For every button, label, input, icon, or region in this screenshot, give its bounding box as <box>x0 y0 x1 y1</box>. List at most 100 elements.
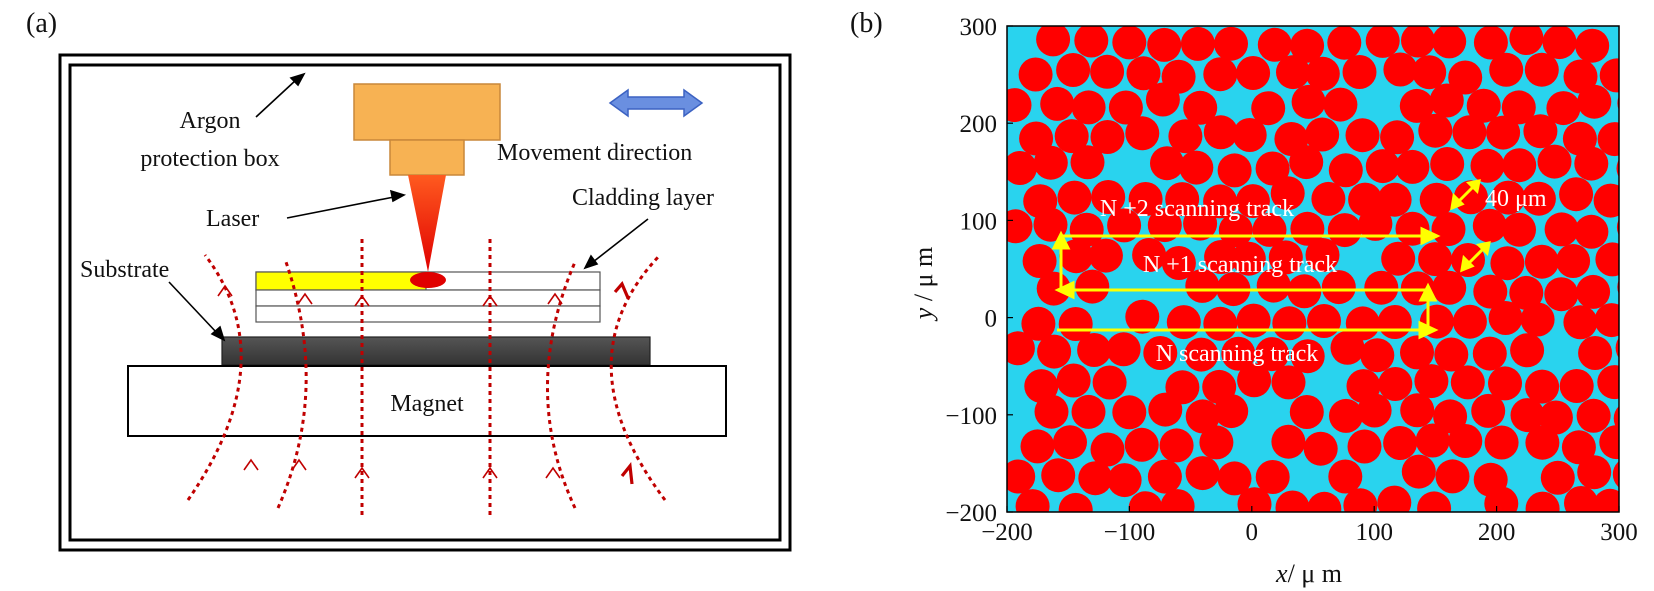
particle-dot <box>1629 486 1654 520</box>
panel-a: (a) <box>26 8 792 552</box>
melt-pool <box>410 272 446 288</box>
particle-dot <box>1007 151 1037 185</box>
laser-head-top <box>353 83 501 141</box>
particle-dot <box>1524 52 1559 87</box>
particle-dot <box>1160 489 1195 512</box>
particle-dot <box>1147 27 1182 62</box>
particle-dot <box>1525 425 1560 460</box>
particle-dot <box>1594 303 1619 338</box>
y-tick-label: 300 <box>960 14 998 41</box>
particle-dot <box>1400 335 1434 370</box>
track-n1-label: N +1 scanning track <box>1143 252 1337 278</box>
particle-dot <box>1150 146 1184 181</box>
particle-dot <box>1276 55 1310 90</box>
particle-dot <box>1074 26 1109 58</box>
particle-dot <box>1092 365 1127 400</box>
particle-dot <box>1125 299 1160 334</box>
particle-dot <box>1345 306 1380 341</box>
particle-dot <box>1056 53 1091 87</box>
particle-dot <box>1147 208 1182 243</box>
particle-dot <box>1270 176 1305 211</box>
x-tick-label: 300 <box>1600 519 1638 546</box>
particle-dot <box>1432 270 1467 305</box>
particle-dot <box>1577 84 1612 119</box>
particle-dot <box>1418 113 1453 148</box>
y-tick-label: −200 <box>945 500 997 527</box>
particle-dot <box>1075 269 1110 304</box>
particle-dot <box>1058 492 1093 512</box>
particle-dot <box>1488 301 1523 335</box>
particle-dot <box>1578 336 1613 370</box>
particle-dot <box>1107 208 1142 243</box>
particle-dot <box>1237 487 1272 512</box>
particle-dot <box>1343 488 1378 512</box>
particle-dot <box>1433 399 1468 434</box>
particle-dot <box>1491 180 1526 215</box>
particle-dot <box>1595 242 1619 277</box>
particle-dot <box>1502 148 1537 183</box>
particle-dot <box>1412 55 1447 90</box>
particle-dot <box>1509 26 1544 55</box>
particle-dot <box>1166 305 1201 340</box>
particle-dot <box>1345 118 1380 153</box>
particle-dot <box>1432 26 1467 59</box>
magnet-block <box>127 365 727 437</box>
particle-dot <box>1007 88 1032 123</box>
particle-dot <box>1537 144 1572 179</box>
particle-dot <box>1520 302 1555 337</box>
particle-dot <box>1556 244 1591 278</box>
particle-dot <box>1510 398 1545 433</box>
particle-dot <box>1034 394 1069 429</box>
particle-dot <box>1360 338 1395 373</box>
x-tick-label: 100 <box>1355 519 1393 546</box>
particle-dot <box>1107 463 1142 498</box>
particle-dot <box>1383 52 1418 87</box>
particle-dot <box>1007 459 1036 494</box>
particle-dot <box>1525 491 1560 512</box>
particle-dot <box>1257 521 1291 555</box>
particle-dot <box>1021 306 1056 341</box>
particle-dot <box>1538 400 1573 435</box>
particle-dot <box>1488 366 1522 401</box>
particle-dot <box>1377 182 1412 217</box>
particle-dot <box>1090 432 1125 467</box>
particle-dot <box>1358 206 1393 241</box>
y-tick-label: 100 <box>960 208 998 235</box>
x-tick-label: 0 <box>1246 519 1259 546</box>
particle-dot <box>1615 337 1619 359</box>
plot-frame <box>1006 25 1620 513</box>
particle-dot <box>1232 118 1267 152</box>
particle-dot <box>1452 304 1487 339</box>
particle-dot <box>1251 91 1286 126</box>
particle-dot <box>1429 83 1464 118</box>
particle-dot <box>1347 429 1382 464</box>
particle-dot <box>1342 55 1377 89</box>
cladding-layer-label: Cladding layer <box>572 185 714 211</box>
particle-dot <box>1007 209 1033 244</box>
particle-dot <box>1632 427 1654 461</box>
particle-dot <box>1257 27 1292 62</box>
track-n-label: N scanning track <box>1156 341 1319 367</box>
particle-dot <box>1364 270 1399 305</box>
particle-dot <box>1471 393 1506 428</box>
particle-dot <box>1450 365 1485 400</box>
x-axis-var: x <box>1275 559 1288 588</box>
particle-dot <box>1214 26 1248 61</box>
particle-dot <box>1180 26 1215 61</box>
particle-dot <box>1290 28 1325 63</box>
particle-dot <box>1057 180 1092 215</box>
particle-dot <box>1041 458 1076 493</box>
particle-dot <box>1448 424 1483 458</box>
particle-dot <box>1323 87 1358 122</box>
particle-dot <box>1056 363 1091 398</box>
particle-dot <box>1291 84 1326 119</box>
particle-dot <box>1597 122 1619 157</box>
particle-dot <box>1377 485 1412 512</box>
particle-dot <box>1435 459 1470 494</box>
current-track <box>255 271 427 291</box>
particle-dot <box>1453 180 1488 215</box>
particle-dot <box>1090 54 1125 89</box>
x-tick-label: −100 <box>1104 519 1156 546</box>
particle-dot <box>1307 491 1342 512</box>
particle-dot <box>1018 57 1053 92</box>
